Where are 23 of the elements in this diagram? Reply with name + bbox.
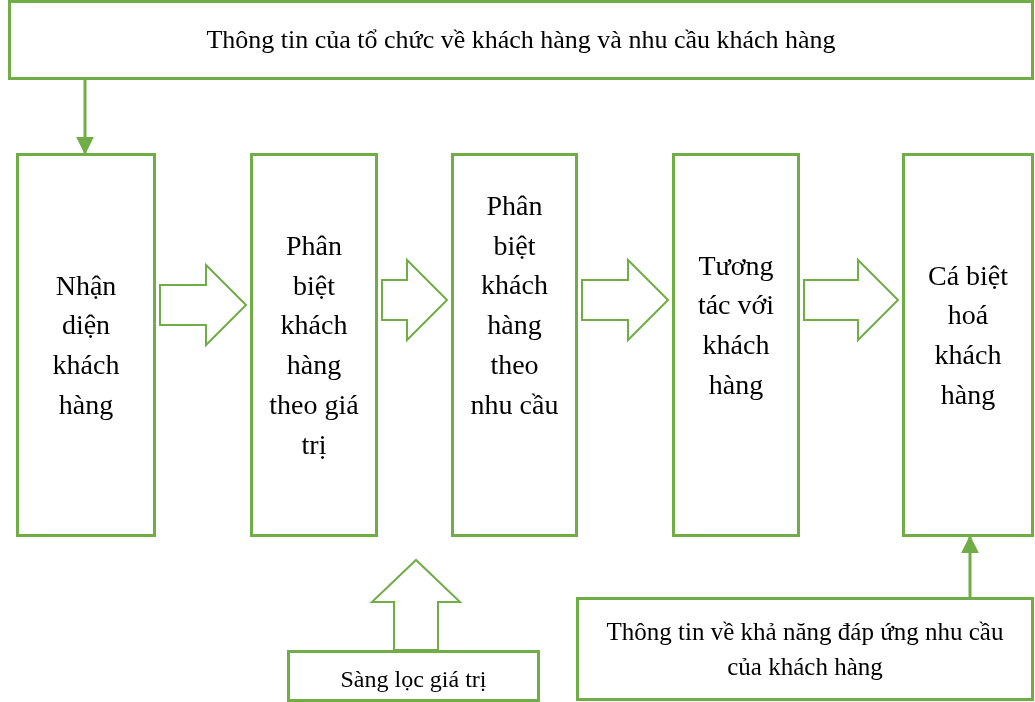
process-box xyxy=(672,153,800,537)
arrow xyxy=(961,535,979,597)
process-box xyxy=(16,153,156,537)
node-label: Thông tin của tổ chức về khách hàng và nhu cầu khách hàng xyxy=(206,23,836,56)
node-label: Nhận diện khách hàng xyxy=(51,268,121,422)
node-label: Phân biệt khách hàng theo giá trị xyxy=(268,228,360,462)
block-arrow xyxy=(159,262,248,348)
block-arrow xyxy=(381,257,449,343)
node-label: Thông tin về khả năng đáp ứng nhu cầu của khách hàng xyxy=(605,616,1005,682)
process-box xyxy=(250,153,378,537)
info-box xyxy=(8,0,1034,80)
input-box xyxy=(287,650,540,702)
node-label: Phân biệt khách hàng theo nhu cầu xyxy=(469,188,560,422)
process-box xyxy=(451,153,578,537)
node-label: Sàng lọc giá trị xyxy=(340,664,487,694)
info-box xyxy=(576,597,1034,701)
node-label: Cá biệt hoá khách hàng xyxy=(926,258,1010,412)
arrow xyxy=(76,80,94,155)
node-label: Tương tác với khách hàng xyxy=(696,248,776,402)
block-arrow xyxy=(369,558,463,651)
block-arrow xyxy=(581,257,670,343)
block-arrow xyxy=(803,257,900,343)
process-box xyxy=(902,153,1034,537)
